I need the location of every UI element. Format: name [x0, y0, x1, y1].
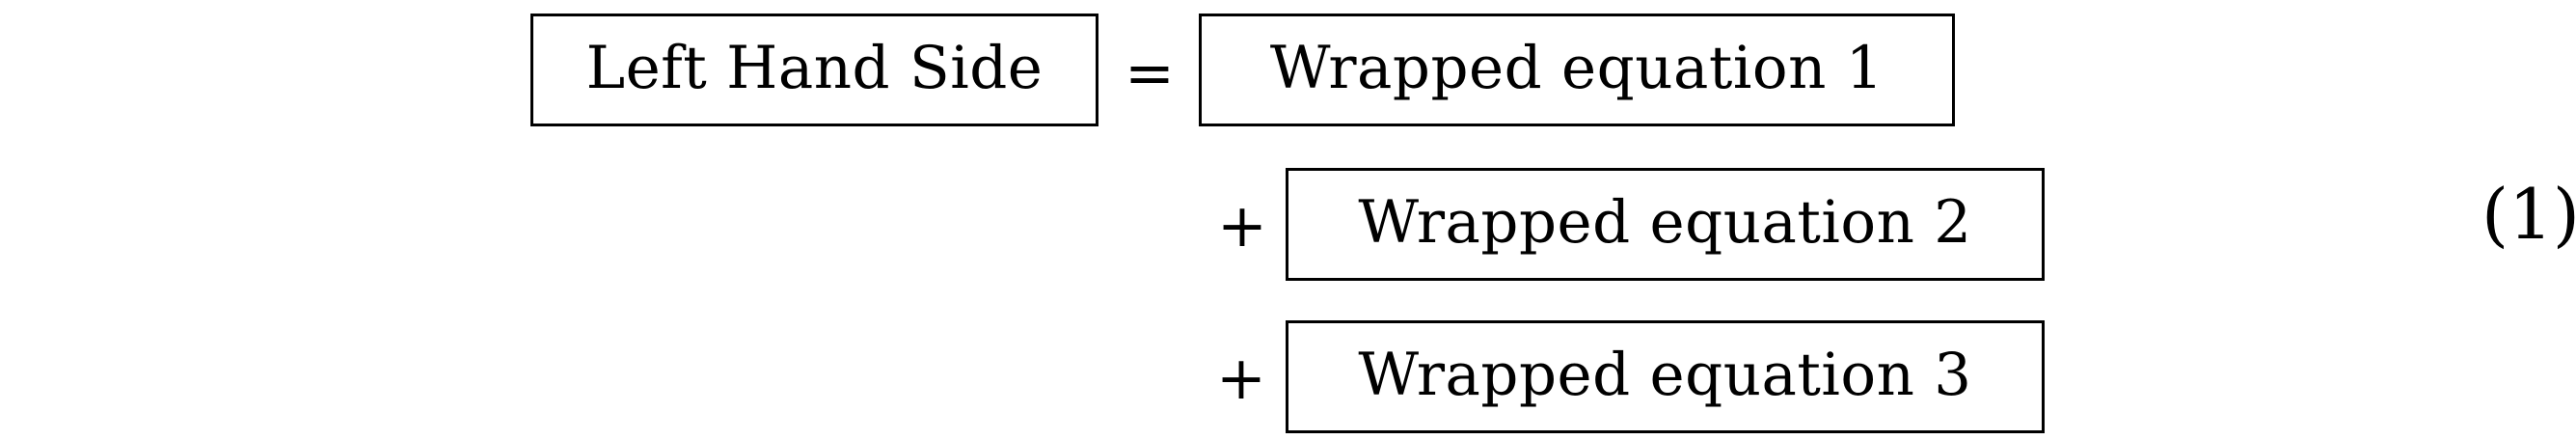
- boxed-wrapped-equation-1: Wrapped equation 1: [1199, 14, 1955, 126]
- equals-operator: =: [1125, 38, 1175, 108]
- wrapped-equation-2-label: Wrapped equation 2: [1358, 188, 1972, 257]
- plus-operator-2: +: [1216, 343, 1266, 413]
- equation-number: (1): [2481, 174, 2576, 255]
- boxed-wrapped-equation-3: Wrapped equation 3: [1286, 320, 2045, 433]
- left-hand-side-label: Left Hand Side: [585, 34, 1044, 102]
- plus-operator-1: +: [1217, 190, 1267, 261]
- boxed-wrapped-equation-2: Wrapped equation 2: [1286, 168, 2045, 281]
- wrapped-equation-1-label: Wrapped equation 1: [1269, 34, 1885, 102]
- wrapped-equation-3-label: Wrapped equation 3: [1358, 341, 1972, 409]
- boxed-left-hand-side: Left Hand Side: [530, 14, 1098, 126]
